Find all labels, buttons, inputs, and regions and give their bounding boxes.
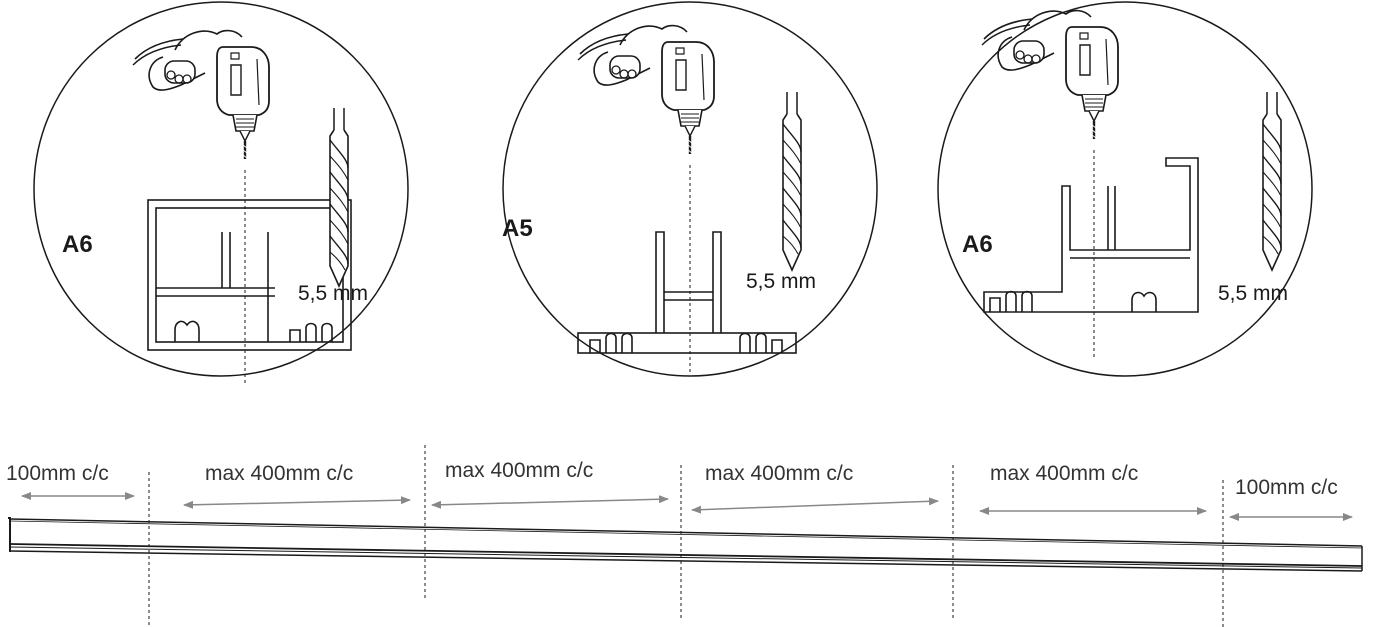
aluminium-profile-a6-mirrored [983, 157, 1199, 313]
hand-drill-icon [131, 29, 271, 161]
spacing-labels: 100mm c/c max 400mm c/c max 400mm c/c ma… [6, 459, 1338, 499]
fixing-lines [148, 445, 1224, 627]
spacing-label-max-1: max 400mm c/c [205, 462, 353, 485]
aluminium-profile-a6 [147, 199, 352, 351]
spacing-label-max-3: max 400mm c/c [705, 462, 853, 485]
spacing-label-max-2: max 400mm c/c [445, 459, 593, 482]
hand-drill-icon [980, 9, 1120, 141]
profile-label: A6 [62, 231, 93, 258]
detail-a6-left: A6 5,5 mm [33, 1, 409, 385]
detail-circle [502, 1, 878, 377]
drill-bit-icon [782, 91, 802, 271]
detail-a6-right: A6 5,5 mm [937, 1, 1313, 377]
aluminium-profile-a5 [577, 231, 797, 354]
detail-a5-middle: A5 5,5 mm [502, 1, 878, 377]
drill-bit-size-label: 5,5 mm [298, 282, 368, 305]
detail-circle [937, 1, 1313, 377]
drill-bit-icon [329, 107, 349, 287]
drill-bit-size-label: 5,5 mm [1218, 282, 1288, 305]
spacing-label-edge-right: 100mm c/c [1235, 476, 1338, 499]
detail-circle [33, 1, 409, 377]
profile-label: A6 [962, 231, 993, 258]
spacing-arrow [691, 497, 939, 514]
spacing-arrow [431, 495, 669, 509]
drill-bit-size-label: 5,5 mm [746, 270, 816, 293]
spacing-label-edge-left: 100mm c/c [6, 462, 109, 485]
profile-rail [8, 517, 1363, 572]
drill-bit-icon [1262, 91, 1282, 271]
spacing-arrows [21, 492, 1353, 521]
profile-label: A5 [502, 215, 533, 242]
spacing-label-max-4: max 400mm c/c [990, 462, 1138, 485]
hand-drill-icon [576, 24, 716, 156]
spacing-arrow [183, 496, 411, 509]
